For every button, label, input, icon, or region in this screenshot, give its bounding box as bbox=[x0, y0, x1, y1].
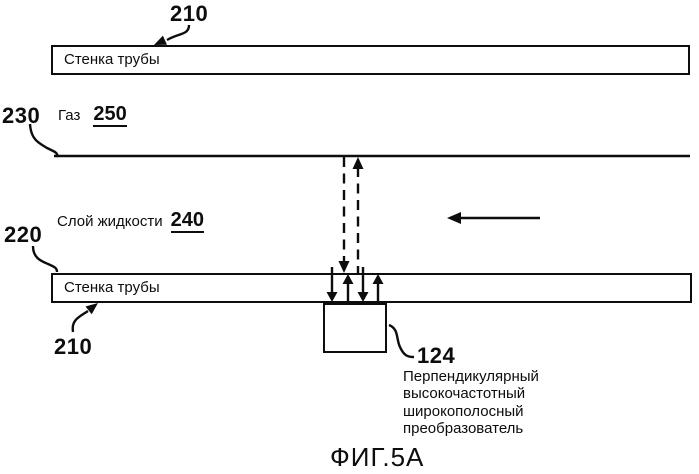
ref-230: 230 bbox=[2, 103, 41, 128]
leader-230 bbox=[28, 123, 60, 158]
gas-region-label: Газ 250 bbox=[58, 104, 127, 127]
liquid-ref-240: 240 bbox=[170, 209, 205, 233]
flow-direction-arrow bbox=[447, 212, 540, 224]
transducer-caption-line: преобразователь bbox=[403, 420, 524, 438]
ref-124: 124 bbox=[417, 343, 456, 368]
liquid-layer-label: Слой жидкости 240 bbox=[57, 209, 205, 233]
ref-210-top: 210 bbox=[170, 1, 209, 26]
beam-down-dashed-arrow bbox=[338, 157, 350, 273]
leader-arrow-210-bottom bbox=[71, 303, 98, 333]
transducer-caption: Перпендикулярный высокочастотный широкоп… bbox=[403, 368, 539, 438]
transducer-caption-line: Перпендикулярный bbox=[403, 368, 539, 385]
figure-caption: ФИГ.5А bbox=[330, 442, 425, 472]
bottom-pipe-wall-label: Стенка трубы bbox=[64, 279, 160, 296]
transducer-box bbox=[323, 303, 387, 353]
beam-up-dashed-arrow bbox=[352, 157, 364, 275]
leader-arrow-210-top bbox=[154, 24, 191, 45]
transducer-caption-line: широкополосный bbox=[403, 402, 524, 420]
gas-label-text: Газ bbox=[58, 107, 81, 124]
leader-124 bbox=[388, 323, 415, 359]
ref-220: 220 bbox=[4, 222, 43, 247]
top-pipe-wall-label: Стенка трубы bbox=[64, 51, 160, 68]
bottom-pipe-wall-bar: Стенка трубы bbox=[51, 273, 692, 303]
top-pipe-wall-bar: Стенка трубы bbox=[51, 45, 690, 75]
liquid-label-text: Слой жидкости bbox=[57, 213, 163, 230]
leader-220 bbox=[31, 245, 59, 273]
gas-ref-250: 250 bbox=[93, 103, 127, 127]
transducer-caption-line: высокочастотный bbox=[403, 385, 526, 403]
ref-210-bottom: 210 bbox=[54, 334, 93, 359]
